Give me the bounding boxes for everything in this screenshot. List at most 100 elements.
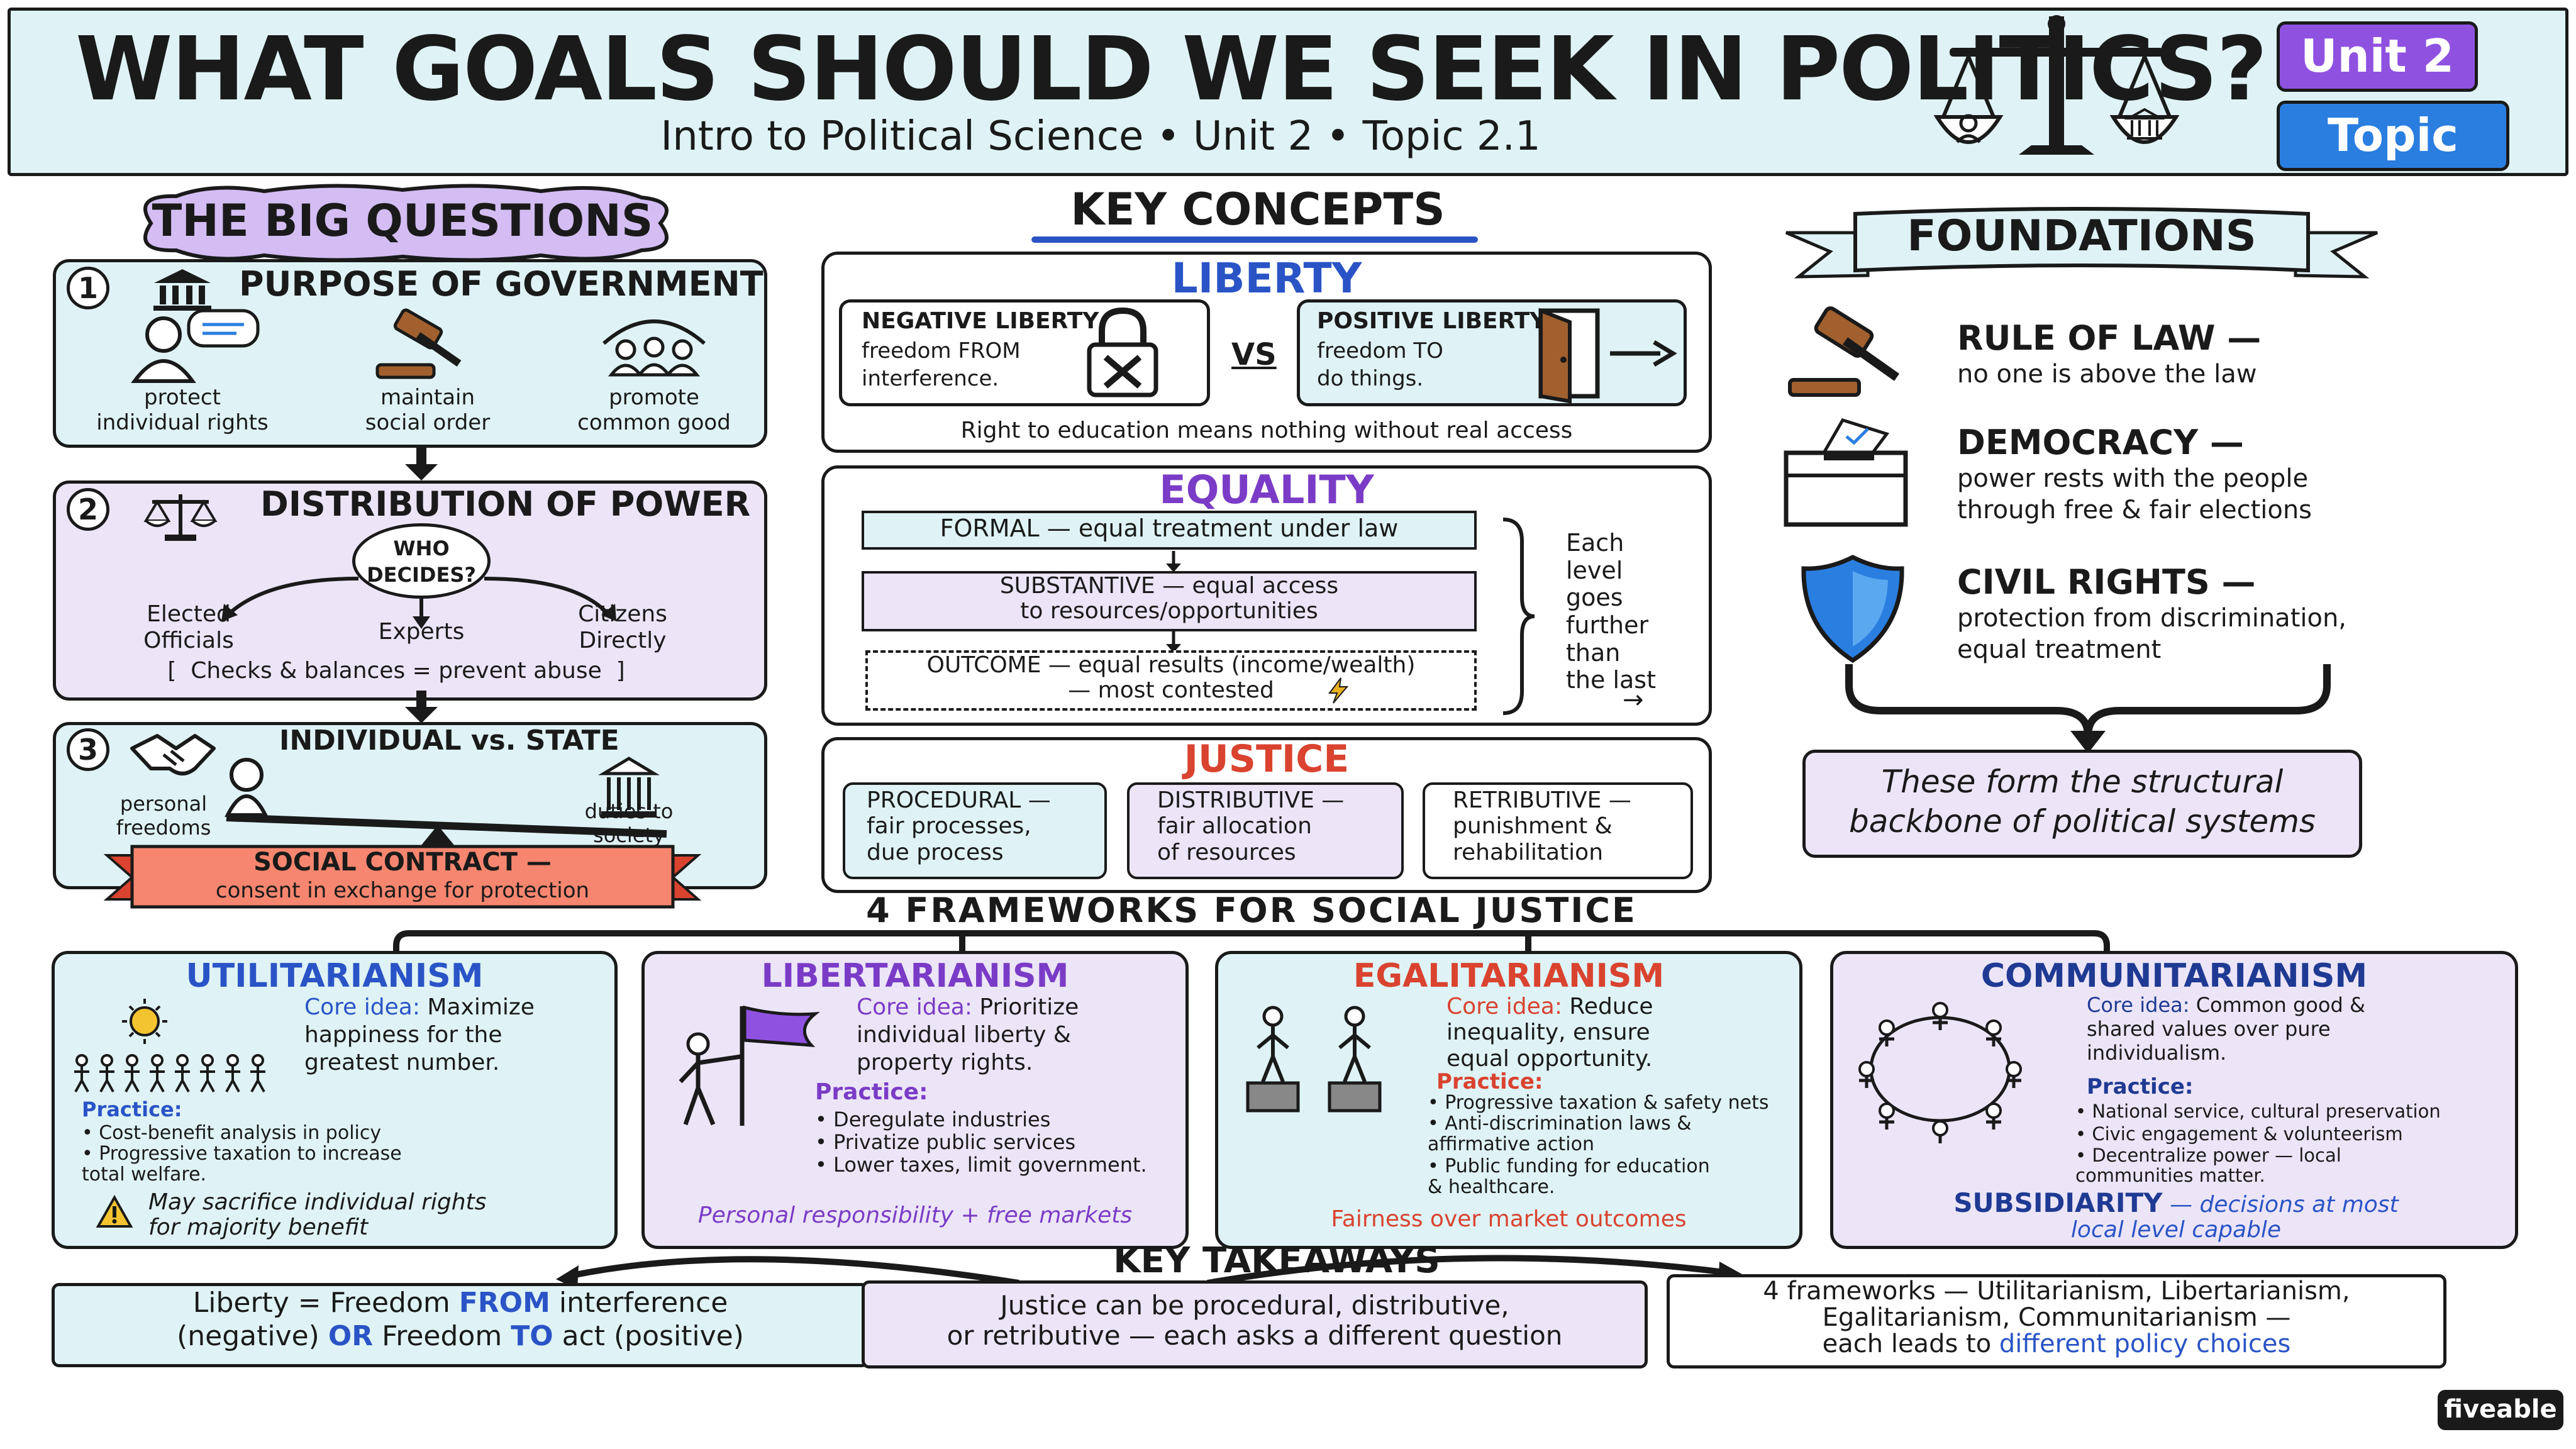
takeaway-1-box (52, 1283, 869, 1367)
foundations-summary: These form the structural backbone of po… (1849, 763, 2316, 840)
who-decides-bubble: WHO DECIDES? (352, 523, 491, 599)
negative-liberty-desc: freedom FROM interference. (862, 338, 1021, 392)
positive-liberty-desc: freedom TO do things. (1317, 338, 1443, 392)
civil-rights-desc: protection from discrimination, equal tr… (1957, 604, 2347, 664)
takeaway-1-line-1: Liberty = Freedom FROM interference (52, 1287, 869, 1320)
egalitarianism-core: Core idea: Reduce inequality, ensure equ… (1446, 994, 1653, 1072)
subsidiarity-desc: — decisions at most local level capable (2070, 1192, 2399, 1243)
egalitarianism-footer: Fairness over market outcomes (1331, 1206, 1687, 1232)
takeaway-1-text-f: Freedom (373, 1319, 511, 1352)
q3-title: INDIVIDUAL vs. STATE (279, 724, 619, 757)
egalitarianism-practice-label: Practice: (1436, 1069, 1543, 1094)
egalitarianism-practice-1-text: Progressive taxation & safety nets (1445, 1092, 1769, 1114)
substantive-to-outcome-arrow (1166, 631, 1181, 653)
q2-option-experts: Experts (378, 619, 465, 645)
handshake-icon (130, 734, 216, 775)
lightning-icon (1328, 677, 1349, 704)
big-questions-banner: THE BIG QUESTIONS (152, 195, 653, 247)
communitarianism-practice-3: • Decentralize power — local communities… (2075, 1145, 2341, 1186)
foundations-brace (1845, 664, 2331, 753)
q2-number: 2 (67, 488, 109, 531)
equality-side-arrow: → (1623, 686, 1644, 714)
communitarianism-practice-label: Practice: (2087, 1074, 2194, 1099)
communitarianism-practice-2: • Civic engagement & volunteerism (2075, 1123, 2403, 1145)
q2-title: DISTRIBUTION OF POWER (260, 484, 751, 524)
egalitarianism-core-label: Core idea: (1446, 994, 1562, 1019)
flag-person-icon (679, 1005, 820, 1126)
positive-liberty-title: POSITIVE LIBERTY (1317, 308, 1546, 334)
q1-title: PURPOSE OF GOVERNMENT (239, 264, 763, 304)
equality-title: EQUALITY (1159, 467, 1374, 513)
utilitarianism-core-text: Maximize happiness for the greatest numb… (304, 994, 535, 1075)
equality-substantive: SUBSTANTIVE — equal access to resources/… (999, 573, 1339, 624)
egalitarianism-practice-2: • Anti-discrimination laws & affirmative… (1428, 1113, 1692, 1155)
foundations-banner: FOUNDATIONS (1907, 211, 2257, 261)
utilitarianism-practice-1-text: Cost-benefit analysis in policy (99, 1122, 382, 1144)
foundations-banner-ribbon (1785, 207, 2378, 279)
libertarianism-footer: Personal responsibility + free markets (697, 1202, 1133, 1228)
takeaway-1-text-a: Liberty = Freedom (192, 1287, 459, 1319)
page-title: WHAT GOALS SHOULD WE SEEK IN POLITICS? (75, 18, 2267, 121)
libertarianism-practice-3: • Lower taxes, limit government. (815, 1153, 1147, 1177)
government-building-icon (153, 269, 211, 311)
takeaway-2: Justice can be procedural, distributive,… (947, 1290, 1563, 1352)
ballot-box-icon (1784, 418, 1908, 527)
communitarianism-core-text: Common good & shared values over pure in… (2087, 993, 2365, 1065)
takeaway-1-line-2: (negative) OR Freedom TO act (positive) (52, 1320, 869, 1353)
justice-procedural: PROCEDURAL — fair processes, due process (867, 787, 1051, 865)
open-door-icon (1538, 308, 1677, 404)
community-group-icon (602, 319, 706, 377)
foundations-summary-box (1802, 750, 2362, 858)
big-questions-cloud (143, 184, 669, 262)
utilitarianism-practice-label: Practice: (82, 1097, 182, 1121)
takeaway-3-text: 4 frameworks — Utilitarianism, Libertari… (1763, 1277, 2350, 1358)
justice-title: JUSTICE (1184, 737, 1350, 781)
takeaway-1-to: TO (511, 1319, 553, 1352)
equality-formal: FORMAL — equal treatment under law (940, 514, 1399, 542)
social-contract-ribbon (103, 845, 702, 909)
topic-badge: Topic 2.1 (2277, 101, 2509, 225)
communitarianism-practice-2-text: Civic engagement & volunteerism (2092, 1123, 2403, 1145)
justice-retributive: RETRIBUTIVE — punishment & rehabilitatio… (1453, 787, 1631, 865)
key-takeaways-heading: KEY TAKEAWAYS (1113, 1240, 1440, 1281)
libertarianism-panel (641, 951, 1189, 1249)
egalitarianism-practice-2-text: Anti-discrimination laws & affirmative a… (1428, 1113, 1692, 1155)
utilitarianism-core-label: Core idea: (304, 994, 420, 1020)
communitarianism-practice-1-text: National service, cultural preservation (2092, 1101, 2441, 1122)
communitarianism-subsidiarity: SUBSIDIARITY — decisions at most local l… (1843, 1188, 2509, 1243)
q2-to-q3-arrow (405, 691, 438, 723)
communitarianism-core-label: Core idea: (2087, 993, 2190, 1017)
libertarianism-title: LIBERTARIANISM (761, 957, 1069, 995)
equality-outcome: OUTCOME — equal results (income/wealth) … (926, 652, 1416, 703)
utilitarianism-practice-2-text: Progressive taxation to increase total w… (82, 1143, 402, 1185)
fiveable-logo: fiveable (2438, 1390, 2563, 1430)
q1-item-maintain: maintain social order (365, 385, 491, 436)
q3-number: 3 (67, 728, 109, 771)
social-contract-title: SOCIAL CONTRACT — (253, 848, 552, 877)
justice-procedural-box (843, 782, 1107, 879)
key-concepts-underline (1031, 236, 1478, 243)
takeaway-3: 4 frameworks — Utilitarianism, Libertari… (1667, 1278, 2446, 1357)
equality-substantive-box (862, 571, 1477, 631)
libertarianism-practice-1: • Deregulate industries (815, 1108, 1051, 1131)
equality-side-note: Each level goes further than the last (1566, 529, 1656, 694)
q1-number: 1 (67, 267, 109, 309)
q2-option-elected: Elected Officials (143, 601, 234, 654)
justice-distributive-box (1127, 782, 1404, 879)
justice-distributive: DISTRIBUTIVE — fair allocation of resour… (1157, 787, 1345, 865)
sun-crowd-icon (74, 999, 265, 1092)
rule-of-law-gavel-icon (1788, 306, 1900, 397)
rule-of-law-desc: no one is above the law (1957, 360, 2257, 389)
communitarianism-core: Core idea: Common good & shared values o… (2087, 993, 2365, 1065)
communitarianism-practice-1: • National service, cultural preservatio… (2075, 1101, 2441, 1122)
takeaway-1: Liberty = Freedom FROM interference (neg… (52, 1287, 869, 1353)
social-contract-subtitle: consent in exchange for protection (215, 878, 590, 903)
libertarianism-core-label: Core idea: (857, 994, 972, 1020)
key-concepts-heading: KEY CONCEPTS (1070, 184, 1445, 235)
libertarianism-practice-1-text: Deregulate industries (833, 1108, 1051, 1131)
checks-balances-note: [ Checks & balances = prevent abuse ] (167, 658, 625, 684)
takeaway-2-box (862, 1280, 1648, 1368)
page-subtitle: Intro to Political Science • Unit 2 • To… (660, 113, 1541, 160)
communitarianism-title: COMMUNITARIANISM (1980, 957, 2368, 995)
equality-brace (1502, 518, 1535, 715)
